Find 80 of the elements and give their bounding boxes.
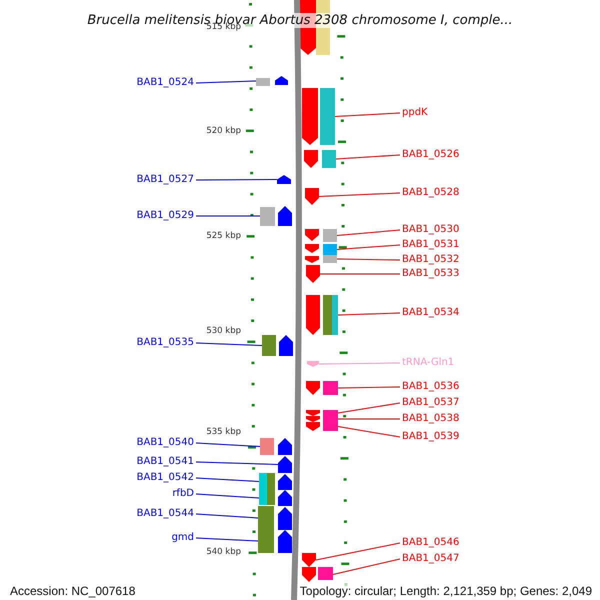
leader-line (318, 362, 400, 364)
gene-feature-drawing (256, 76, 288, 86)
leader-line (318, 192, 400, 197)
leader-line (338, 426, 400, 438)
leader-line (336, 154, 400, 160)
gene-label: BAB1_0526 (402, 149, 460, 161)
gene-label: BAB1_0535 (136, 337, 194, 349)
scale-label: 520 kbp (206, 126, 241, 136)
gene-feature-drawing (262, 335, 293, 356)
gene-label: BAB1_0528 (402, 187, 460, 199)
gene-feature-drawing (260, 438, 292, 455)
gene-feature-drawing (259, 473, 292, 490)
gene-label: BAB1_0546 (402, 537, 460, 549)
gene-label: BAB1_0539 (402, 431, 460, 443)
leader-line (338, 402, 400, 414)
leader-line (334, 112, 400, 117)
gene-feature-drawing (302, 567, 333, 582)
gene-label: BAB1_0534 (402, 307, 460, 319)
leader-line (336, 244, 400, 250)
gene-label: BAB1_0530 (402, 224, 460, 236)
gene-feature-drawing (306, 265, 320, 283)
gene-feature-drawing (302, 88, 335, 145)
gene-label: BAB1_0542 (136, 472, 194, 484)
leader-line (336, 258, 400, 260)
gene-label: BAB1_0537 (402, 397, 460, 409)
gene-feature-drawing (305, 229, 337, 242)
gene-label: BAB1_0524 (136, 77, 194, 89)
gene-feature-drawing (277, 175, 291, 184)
leader-line (196, 538, 258, 542)
gene-label: ppdK (402, 107, 428, 119)
gene-label: rfbD (172, 488, 194, 500)
scale-label: 535 kbp (206, 427, 241, 437)
scale-label: 540 kbp (206, 547, 241, 557)
leader-line (196, 179, 278, 180)
gene-feature-drawing (305, 244, 337, 255)
leader-line (336, 230, 400, 236)
gene-feature-drawing (306, 410, 338, 416)
gene-label: tRNA-Gln1 (402, 357, 454, 369)
gene-label: BAB1_0529 (136, 210, 194, 222)
gene-feature-drawing (258, 529, 292, 553)
gene-label: BAB1_0532 (402, 254, 460, 266)
gene-label: BAB1_0547 (402, 553, 460, 565)
gene-feature-drawing (278, 456, 292, 473)
scale-label: 530 kbp (206, 326, 241, 336)
gene-label: BAB1_0540 (136, 437, 194, 449)
scale-label: 525 kbp (206, 231, 241, 241)
leader-line (196, 514, 258, 518)
gene-label: BAB1_0538 (402, 413, 460, 425)
gene-label: BAB1_0531 (402, 239, 460, 251)
leader-line (196, 342, 262, 346)
gene-label: BAB1_0544 (136, 508, 194, 520)
gene-label: BAB1_0527 (136, 174, 194, 186)
leader-line (196, 462, 278, 465)
gene-feature-drawing (258, 506, 292, 530)
gene-feature-drawing (305, 255, 337, 263)
gene-feature-drawing (306, 416, 338, 422)
genome-info-text: Topology: circular; Length: 2,121,359 bp; Genes: 2,049 (300, 584, 592, 598)
gene-feature-drawing (304, 150, 336, 168)
leader-line (196, 80, 256, 84)
gene-label: BAB1_0536 (402, 381, 460, 393)
gene-label: gmd (172, 532, 194, 544)
gene-feature-drawing (306, 381, 338, 395)
leader-line (332, 558, 400, 575)
gene-feature-drawing (307, 361, 319, 367)
gene-feature-drawing (259, 490, 292, 506)
gene-feature-drawing (260, 206, 292, 226)
gene-label: BAB1_0533 (402, 268, 460, 280)
gene-feature-drawing (302, 553, 316, 567)
leader-line (338, 418, 400, 420)
gene-feature-drawing (305, 188, 319, 205)
leader-line (316, 542, 400, 560)
leader-line (338, 312, 400, 316)
gene-feature-drawing (306, 422, 338, 431)
leader-line (196, 494, 260, 498)
leader-line (196, 478, 260, 482)
leader-line (338, 386, 400, 388)
gene-label: BAB1_0541 (136, 456, 194, 468)
accession-text: Accession: NC_007618 (10, 584, 136, 598)
leader-line (196, 442, 260, 447)
gene-feature-drawing (306, 295, 338, 335)
